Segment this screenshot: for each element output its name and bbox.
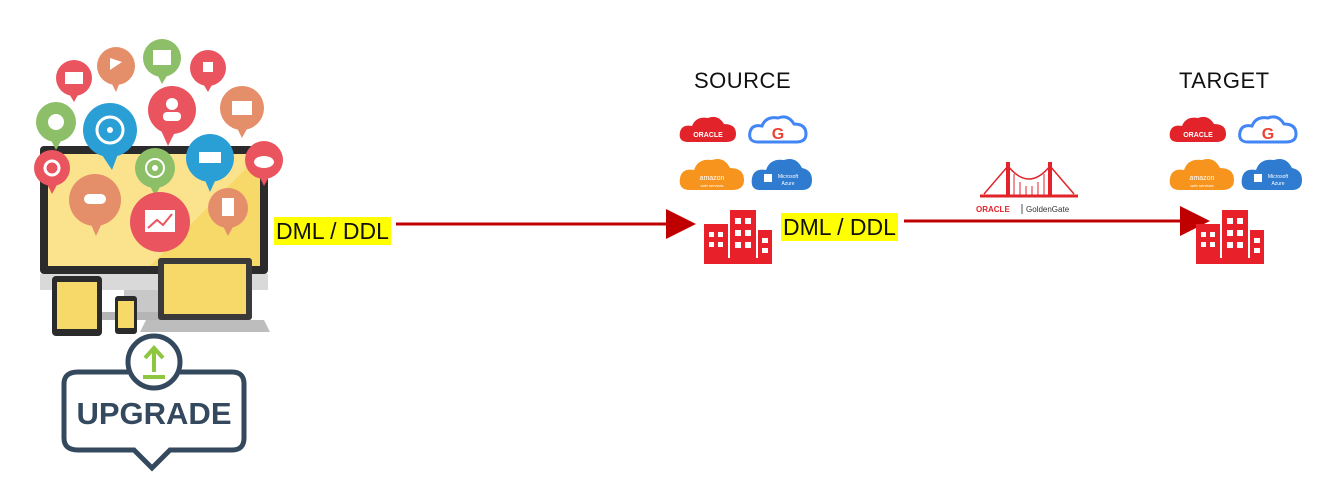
svg-text:G: G <box>772 126 784 143</box>
source-cloud-logos: ORACLE G amazon web services Microsoft A… <box>679 115 812 190</box>
pill-icon <box>69 174 121 236</box>
azure-cloud-icon: Microsoft Azure <box>1241 159 1302 190</box>
svg-text:Azure: Azure <box>781 181 794 187</box>
target-heading: TARGET <box>1179 68 1270 93</box>
gear-icon <box>34 150 70 194</box>
cloud-icon <box>245 141 283 186</box>
svg-text:Microsoft: Microsoft <box>1268 174 1289 180</box>
upgrade-badge: UPGRADE <box>61 333 247 472</box>
svg-text:web services: web services <box>700 183 723 188</box>
cart-icon <box>186 134 234 192</box>
svg-text:amazon: amazon <box>1190 175 1215 182</box>
svg-text:ORACLE: ORACLE <box>1183 132 1213 139</box>
dml-ddl-label-2: DML / DDL <box>781 213 898 241</box>
azure-cloud-icon: Microsoft Azure <box>751 159 812 190</box>
source-heading: SOURCE <box>694 68 792 93</box>
svg-text:amazon: amazon <box>700 175 725 182</box>
oracle-cloud-icon: ORACLE <box>679 116 736 142</box>
target-cloud-logos: ORACLE G amazon web services Microsoft A… <box>1169 115 1302 190</box>
phone <box>115 296 137 334</box>
pie-chart-icon <box>36 102 76 150</box>
id-card-icon <box>56 60 92 102</box>
svg-text:web services: web services <box>1190 183 1213 188</box>
svg-text:Azure: Azure <box>1271 181 1284 187</box>
upgrade-label: UPGRADE <box>76 396 231 431</box>
google-cloud-icon: G <box>1238 115 1298 144</box>
user-icon <box>148 86 196 146</box>
target-building-icon <box>1196 210 1264 264</box>
tablet <box>52 276 102 336</box>
bridge-icon <box>980 162 1078 198</box>
goldengate-brand: ORACLE <box>976 205 1010 214</box>
google-cloud-icon: G <box>748 115 808 144</box>
oracle-cloud-icon: ORACLE <box>1169 116 1226 142</box>
devices-illustration: UPGRADE <box>34 39 283 472</box>
flag-icon <box>97 47 135 92</box>
puzzle-icon <box>190 50 226 92</box>
app-bubbles <box>34 39 283 252</box>
target-icon <box>135 148 175 196</box>
svg-text:ORACLE: ORACLE <box>693 132 723 139</box>
dml-ddl-label-1: DML / DDL <box>274 217 391 245</box>
svg-text:Microsoft: Microsoft <box>778 174 799 180</box>
aws-cloud-icon: amazon web services <box>679 159 744 190</box>
svg-text:G: G <box>1262 126 1274 143</box>
upload-arrow-icon <box>143 345 165 379</box>
aws-cloud-icon: amazon web services <box>1169 159 1234 190</box>
source-building-icon <box>704 210 772 264</box>
chart-icon <box>130 192 190 252</box>
goldengate-logo: ORACLE GoldenGate <box>976 162 1078 214</box>
laptop <box>140 258 270 332</box>
calendar-icon <box>143 39 181 84</box>
goldengate-product: GoldenGate <box>1026 205 1070 214</box>
building-icon <box>208 188 248 236</box>
medkit-icon <box>220 86 264 138</box>
video-icon <box>83 103 137 170</box>
